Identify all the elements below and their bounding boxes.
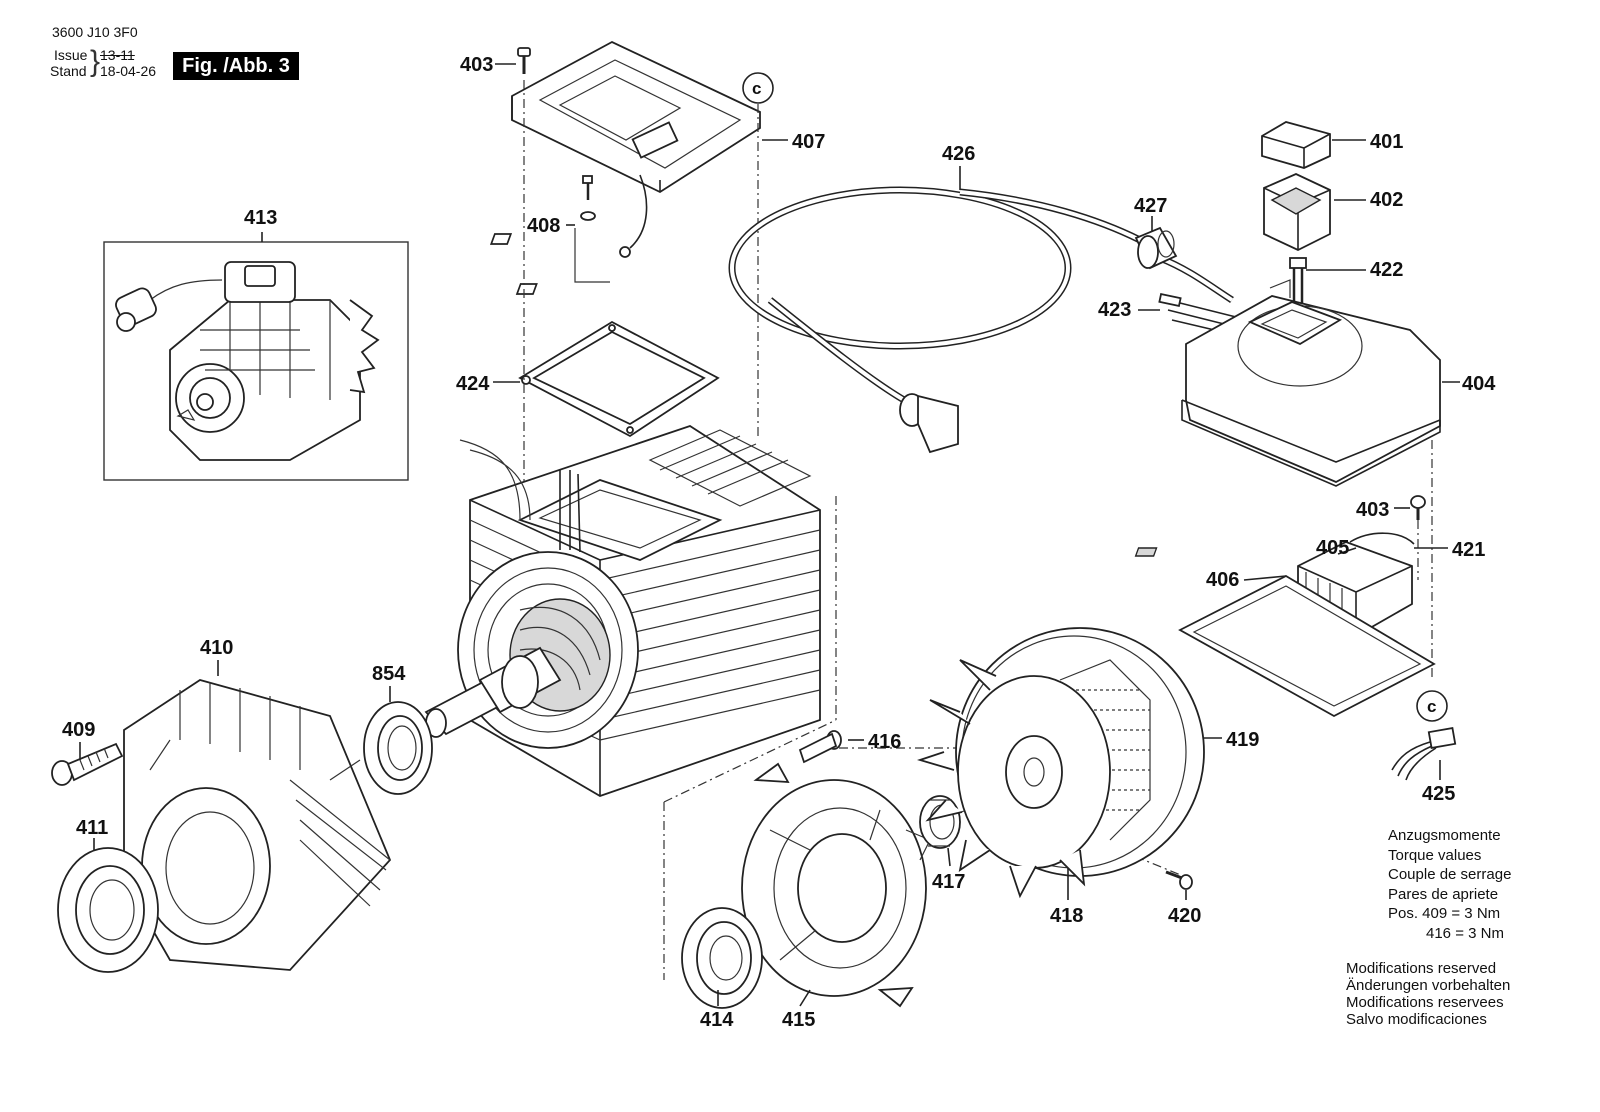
label-410: 410	[200, 637, 233, 659]
end-shield-illustration	[741, 762, 931, 1008]
label-411: 411	[76, 817, 108, 839]
ground-screw-illustration	[489, 175, 631, 295]
circle-c-top	[742, 72, 774, 104]
label-409: 409	[62, 719, 95, 741]
torque-line-en: Torque values	[1388, 846, 1482, 864]
issue-stand-brace: }	[90, 45, 101, 78]
head-bolt-illustration	[51, 742, 124, 786]
notice-de: Änderungen vorbehalten	[1346, 977, 1511, 994]
label-418: 418	[1050, 905, 1083, 927]
label-414: 414	[700, 1009, 734, 1031]
doc-number: 3600 J10 3F0	[52, 24, 138, 40]
label-402: 402	[1370, 189, 1403, 211]
label-420: 420	[1168, 905, 1201, 927]
notice-fr: Modifications reservees	[1346, 994, 1504, 1011]
label-415: 415	[782, 1009, 815, 1031]
inset-frame	[103, 241, 409, 481]
torque-line-de: Anzugsmomente	[1388, 827, 1501, 844]
label-427: 427	[1134, 195, 1167, 217]
issue-value: 13-11	[100, 47, 135, 63]
guide-line-screw-420	[1099, 841, 1189, 879]
guide-line-motor-rear	[663, 496, 837, 980]
torque-line-es: Pares de apriete	[1388, 885, 1499, 903]
ball-bearing-rear-illustration	[681, 907, 763, 1009]
label-422: 422	[1370, 259, 1403, 281]
fan-wheel-illustration	[916, 659, 1111, 899]
connector-plug-illustration	[1391, 726, 1457, 781]
leader-lines	[79, 63, 1460, 1007]
flange-bolt-illustration	[798, 730, 842, 764]
label-c-top: c	[752, 79, 761, 98]
label-406: 406	[1206, 569, 1239, 591]
screw-right-illustration	[1410, 495, 1426, 520]
power-cord-illustration	[728, 186, 1234, 454]
stand-label: Stand	[50, 63, 87, 79]
label-408: 408	[527, 215, 560, 237]
issue-label: Issue	[54, 47, 88, 63]
rotor-shaft-illustration	[424, 646, 562, 738]
label-401: 401	[1370, 131, 1403, 153]
notice-es: Salvo modificaciones	[1346, 1011, 1487, 1028]
rocker-switch-illustration	[1263, 173, 1331, 252]
label-c-bottom: c	[1427, 697, 1436, 716]
motor-housing-illustration	[457, 425, 821, 797]
label-426: 426	[942, 143, 975, 165]
shaft-seal-illustration	[363, 701, 433, 795]
torque-value-409: Pos. 409 = 3 Nm	[1388, 905, 1501, 922]
pump-inset-illustration	[115, 261, 380, 461]
torque-line-fr: Couple de serrage	[1388, 866, 1512, 883]
label-413: 413	[244, 207, 277, 229]
label-416: 416	[868, 731, 901, 753]
label-404: 404	[1462, 373, 1496, 395]
modifications-notice: Modifications reserved Änderungen vorbeh…	[1346, 960, 1510, 1028]
label-424: 424	[456, 373, 490, 395]
label-403-right: 403	[1356, 499, 1389, 521]
torque-value-416: 416 = 3 Nm	[1426, 924, 1504, 942]
screw-top-illustration	[517, 47, 531, 74]
label-854: 854	[372, 663, 406, 685]
circle-c-bottom	[1416, 690, 1448, 722]
label-405: 405	[1316, 537, 1349, 559]
torque-notes: Anzugsmomente Torque values Couple de se…	[1388, 826, 1511, 943]
label-421: 421	[1452, 539, 1485, 561]
cable-gland-illustration	[1134, 226, 1178, 270]
label-417: 417	[932, 871, 965, 893]
stand-value: 18-04-26	[100, 63, 157, 79]
switch-cap-illustration	[1261, 121, 1331, 169]
label-403-top: 403	[460, 54, 493, 76]
bearing-sleeve-illustration	[919, 795, 961, 849]
ball-bearing-left-illustration	[57, 847, 159, 973]
label-423: 423	[1098, 299, 1131, 321]
figure-tag: Fig. /Abb. 3	[173, 52, 299, 80]
gasket-illustration	[518, 320, 720, 438]
notice-en: Modifications reserved	[1346, 960, 1497, 977]
cover-screw-illustration	[1165, 870, 1193, 890]
label-407: 407	[792, 131, 825, 153]
switch-housing-illustration	[1181, 279, 1441, 487]
label-419: 419	[1226, 729, 1259, 751]
label-425: 425	[1422, 783, 1455, 805]
seal-plate-illustration	[1178, 574, 1436, 718]
cover-plate-illustration	[511, 40, 761, 249]
cylinder-head-illustration	[123, 679, 392, 971]
